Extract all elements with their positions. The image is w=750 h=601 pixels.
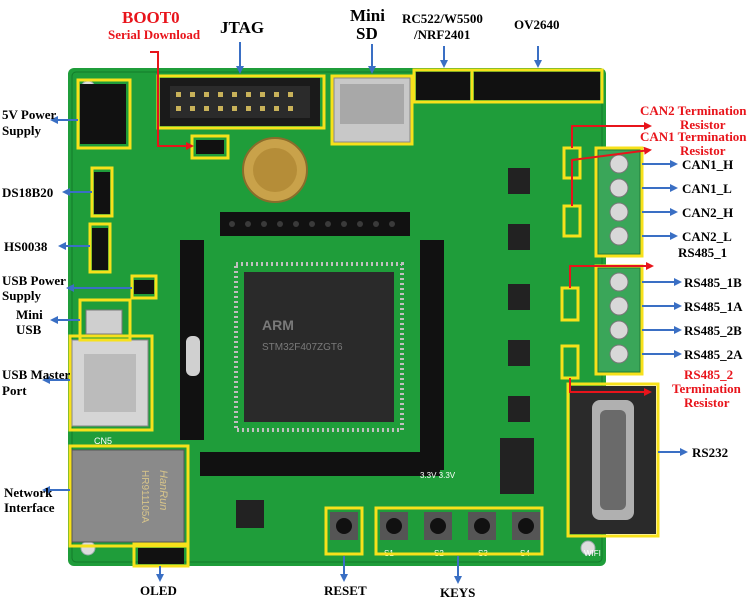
push-buttons — [330, 512, 540, 540]
can1-h-label: CAN1_H — [682, 157, 734, 172]
mini-usb-label-2: USB — [16, 322, 42, 337]
rs485-1-label: RS485_1 — [678, 245, 728, 260]
ds18b20-label: DS18B20 — [2, 185, 54, 200]
usb-master-label-1: USB Master — [2, 367, 71, 382]
rs485-2-term-label-3: Resistor — [684, 395, 730, 410]
rs485-2-term-label-2: Termination — [672, 381, 741, 396]
ov2640-label: OV2640 — [514, 17, 560, 32]
can1-term-label-2: Resistor — [680, 143, 726, 158]
can2-l-label: CAN2_L — [682, 229, 732, 244]
reset-label: RESET — [324, 583, 367, 598]
rs485-2-term-label-1: RS485_2 — [684, 367, 734, 382]
transceiver-chips — [500, 168, 534, 494]
can2-term-label-1: CAN2 Termination — [640, 103, 747, 118]
rs485-2b-label: RS485_2B — [684, 323, 742, 338]
rs485-1a-label: RS485_1A — [684, 299, 743, 314]
oled-label: OLED — [140, 583, 177, 598]
chip-part-text: STM32F407ZGT6 — [262, 342, 343, 353]
red-callouts — [150, 51, 654, 396]
can2-h-label: CAN2_H — [682, 205, 734, 220]
serial-download-label: Serial Download — [108, 27, 201, 42]
power-5v-label-2: Supply — [2, 123, 42, 138]
mini-usb-port — [85, 309, 123, 335]
cn5-text: CN5 — [94, 436, 112, 446]
jtag-label: JTAG — [220, 18, 265, 37]
keys-label: KEYS — [440, 585, 476, 600]
rc522-label-2: /NRF2401 — [414, 27, 471, 42]
mini-sd-label-1: Mini — [350, 6, 385, 25]
rc522-label-1: RC522/W5500 — [402, 11, 483, 26]
mini-usb-label-1: Mini — [16, 307, 43, 322]
network-label-2: Interface — [4, 500, 55, 515]
v33-text: 3.3V 3.3V — [420, 471, 456, 480]
ov2640-header — [474, 72, 600, 100]
rs485-1b-label: RS485_1B — [684, 275, 742, 290]
can2-term-label-2: Resistor — [680, 117, 726, 132]
hanrun-part-text: HR911105A — [139, 470, 150, 523]
power-5v-label-1: 5V Power — [2, 107, 57, 122]
wifi-text: WIFI — [584, 549, 601, 558]
usb-master-label-2: Port — [2, 383, 27, 398]
crystal — [186, 336, 200, 376]
mcu-chip — [244, 272, 394, 422]
can1-l-label: CAN1_L — [682, 181, 732, 196]
rs232-label: RS232 — [692, 445, 729, 460]
chip-arm-text: ARM — [262, 317, 294, 333]
boot0-label: BOOT0 — [122, 8, 180, 27]
usb-power-label-1: USB Power — [2, 273, 66, 288]
network-label-1: Network — [4, 485, 53, 500]
network-jack — [71, 449, 185, 543]
hanrun-text: HanRun — [157, 470, 169, 510]
can1-term-label-1: CAN1 Termination — [640, 129, 747, 144]
callout-arrows — [42, 42, 688, 584]
rs485-2a-label: RS485_2A — [684, 347, 743, 362]
power-jack — [80, 84, 126, 144]
rc522-header — [416, 72, 470, 100]
usb-power-label-2: Supply — [2, 288, 42, 303]
mini-sd-label-2: SD — [356, 24, 378, 43]
pin-headers — [180, 212, 444, 476]
hs0038-label: HS0038 — [4, 239, 48, 254]
